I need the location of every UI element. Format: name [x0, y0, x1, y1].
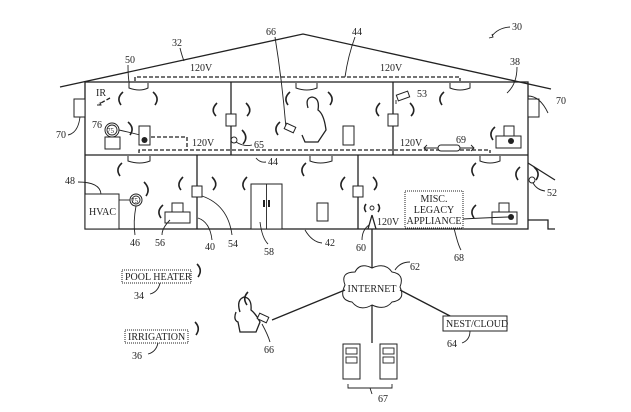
ref-cloud: 64: [447, 339, 457, 350]
ref-outlet: 56: [155, 238, 165, 249]
ref-router: 60: [356, 243, 366, 254]
ref-wiring: 44: [352, 27, 362, 38]
ref-entryway-left: 70: [56, 130, 66, 141]
voltage-label: 120V: [190, 63, 213, 74]
ref-light: 54: [228, 239, 238, 250]
voltage-label: 120V: [400, 138, 423, 149]
hazard-detector: [480, 156, 500, 163]
ref-thermostat-lower: 46: [130, 238, 140, 249]
ref-system: 30: [512, 22, 522, 33]
wiring-outlet: [145, 137, 187, 150]
wiring-lower: [139, 150, 490, 153]
voltage-label: 120V: [377, 217, 400, 228]
smart-door: [251, 184, 282, 229]
doorbell: [529, 177, 535, 183]
wall-outlet: [317, 203, 328, 221]
ref-appliance: 68: [454, 253, 464, 264]
smart-light: [192, 186, 202, 197]
ref-camera: 53: [417, 89, 427, 100]
irrigation-label: IRRIGATION: [128, 332, 185, 343]
ref-sensor: 65: [254, 140, 264, 151]
hazard-detector: [296, 83, 317, 90]
thermostat-display: 75: [107, 127, 115, 135]
smart-light: [388, 114, 398, 126]
voltage-label: 120V: [192, 138, 215, 149]
ref-servers: 67: [378, 394, 388, 405]
server-icons: [343, 344, 397, 394]
wall-outlet: [343, 126, 354, 145]
ref-user: 66: [266, 27, 276, 38]
ref-irrigation: 36: [132, 351, 142, 362]
ref-doorbell: 52: [547, 188, 557, 199]
ref-hazard-detector: 50: [125, 55, 135, 66]
appliance-label: APPLIANCE: [406, 216, 461, 227]
internet-label: INTERNET: [348, 284, 397, 295]
link-user: [272, 290, 345, 320]
entryway-left: [74, 99, 85, 117]
appliance-label: MISC.: [421, 194, 448, 205]
ref-floor: 42: [325, 238, 335, 249]
ref-thermostat: 76: [92, 120, 102, 131]
ref-entryway-right: 70: [556, 96, 566, 107]
smart-light: [353, 186, 363, 197]
ref-wall: 40: [205, 242, 215, 253]
ref-hvac: 48: [65, 176, 75, 187]
appliance-label: LEGACY: [414, 205, 455, 216]
hazard-detector: [450, 83, 470, 90]
smart-outlet: [139, 126, 150, 145]
link-cloud: [400, 290, 452, 317]
voltage-label: 120V: [380, 63, 403, 74]
entryway-right: [528, 99, 539, 117]
ref-user-remote: 66: [264, 345, 274, 356]
ref-door: 58: [264, 247, 274, 258]
smart-plug-upper-right: [496, 126, 521, 148]
ref-wiring-lower: 44: [268, 157, 278, 168]
hazard-detector: [129, 83, 148, 90]
security-camera: [396, 91, 410, 104]
smart-plug-lower-right: [492, 203, 517, 224]
smart-plug: [165, 203, 190, 223]
ir-label: IR: [96, 88, 106, 99]
hvac-label: HVAC: [89, 207, 116, 218]
user-with-device: [284, 97, 326, 142]
hazard-detector: [310, 156, 332, 163]
hazard-detector: [128, 156, 150, 163]
nest-cloud-label: NEST/CLOUD: [446, 319, 508, 330]
ref-structure: 38: [510, 57, 520, 68]
ref-internet: 62: [410, 262, 420, 273]
smart-light: [226, 114, 236, 126]
ref-roof: 32: [172, 38, 182, 49]
ref-light-strip: 69: [456, 135, 466, 146]
wiring-upper: [135, 77, 460, 81]
ref-pool-heater: 34: [134, 291, 144, 302]
pool-heater-label: POOL HEATER: [125, 272, 192, 283]
thermostat-display-lower: 75: [131, 197, 139, 205]
